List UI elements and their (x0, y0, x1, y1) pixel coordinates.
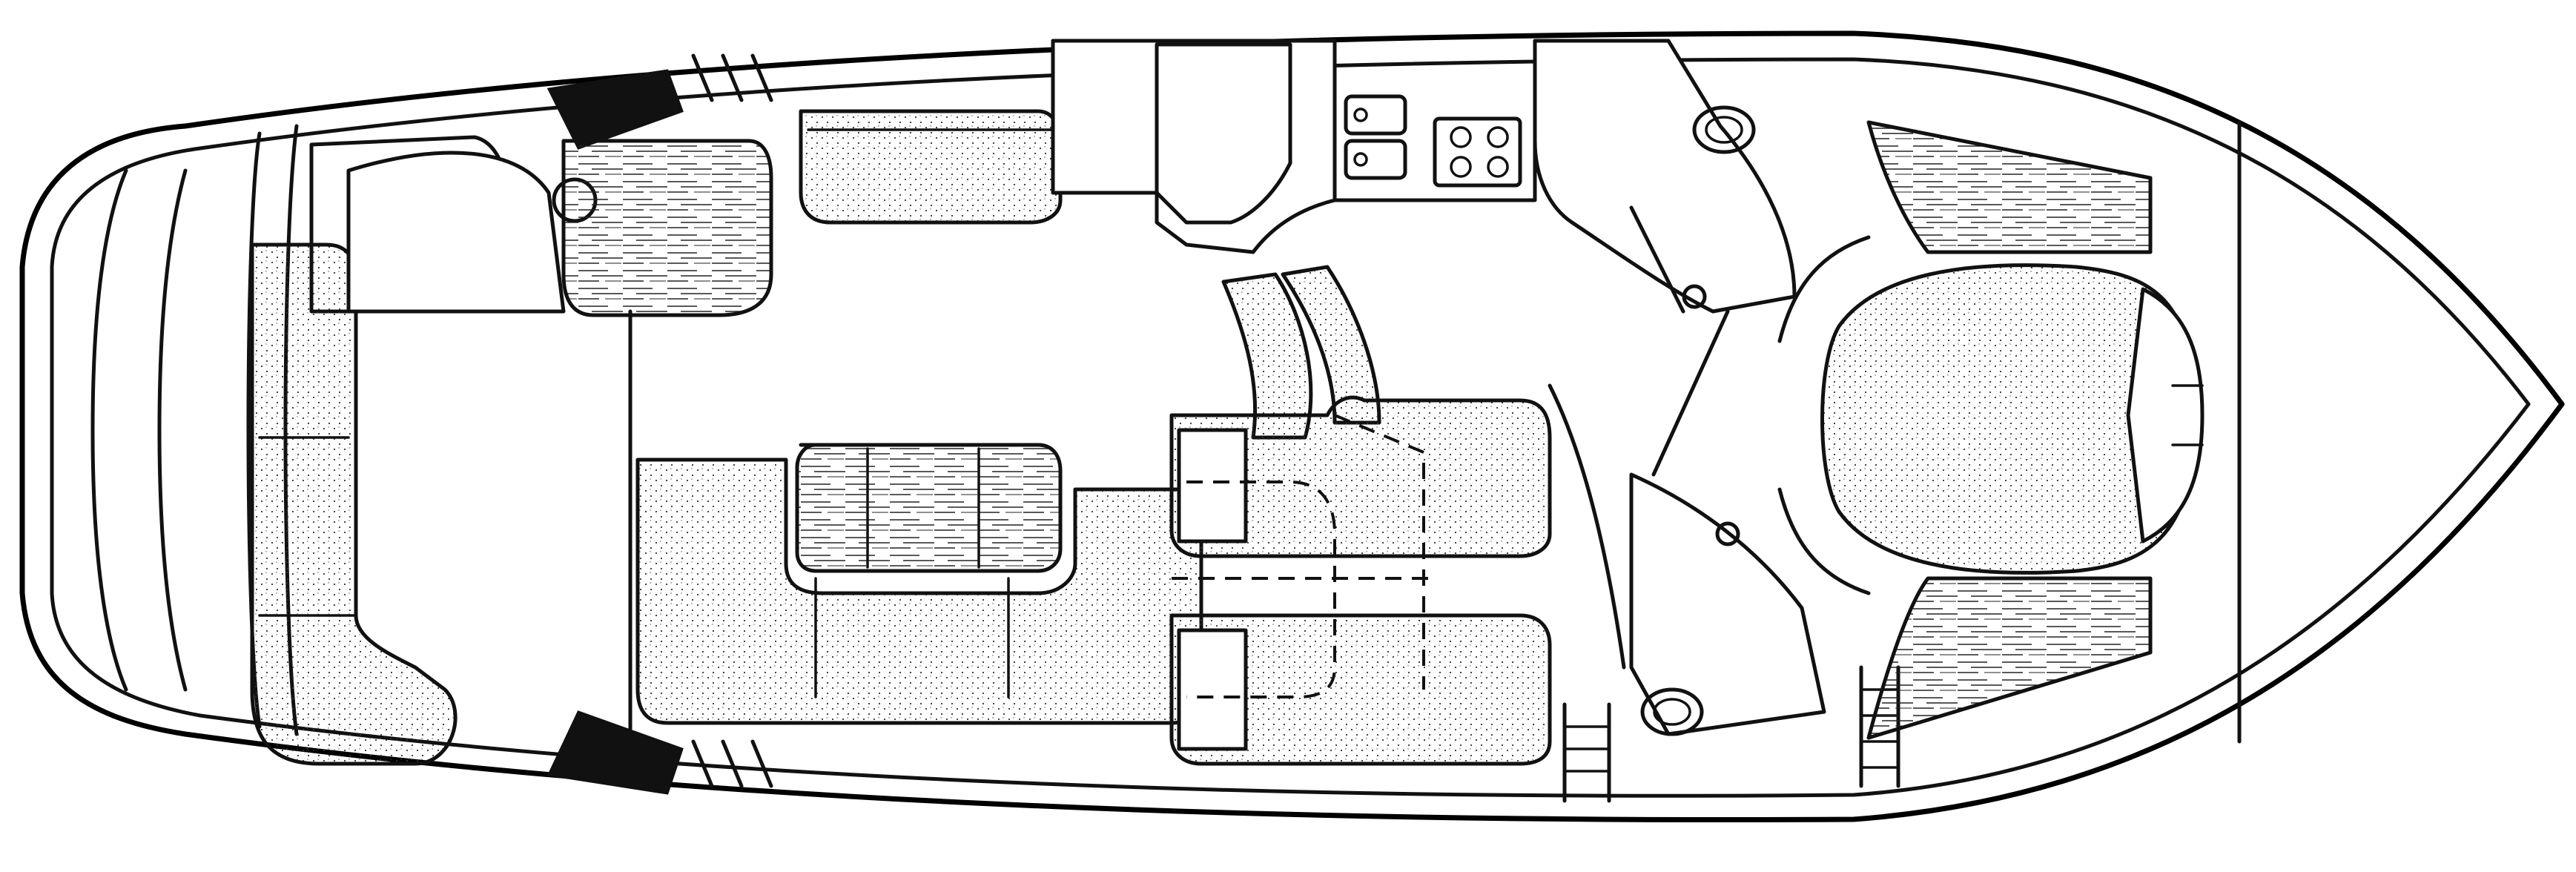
aft-head (1629, 472, 1826, 736)
cockpit-lounge (250, 242, 458, 766)
wet-bar-counter (561, 139, 773, 317)
dinette-table (795, 443, 1063, 573)
toilet-icon (1692, 105, 1756, 154)
ladder-mid (1562, 702, 1611, 803)
salon-bench-upper (799, 109, 1063, 225)
hull (19, 30, 2565, 823)
forward-stateroom (1777, 120, 2205, 740)
fridge (1155, 42, 1292, 225)
cockpit (246, 53, 773, 795)
trim-accent-top (546, 69, 684, 150)
dash-console (346, 151, 566, 314)
trim-accent-bottom (546, 710, 684, 795)
galley (1051, 39, 1537, 440)
heads (1533, 39, 1900, 788)
mid-berth-upper (1169, 395, 1552, 558)
fwd-cabinet-upper (1866, 120, 2153, 254)
toilet-icon-2 (1640, 687, 1704, 736)
mid-cabin (1169, 383, 1626, 803)
dinette-seat (635, 458, 1203, 725)
fwd-cabinet-lower (1866, 576, 2153, 740)
vent-port (691, 53, 773, 102)
mid-berth-lower (1169, 613, 1552, 766)
v-berth (1820, 263, 2197, 575)
salon (628, 109, 1203, 744)
vent-starboard (691, 739, 773, 788)
sink-icon (1344, 94, 1407, 180)
stove-icon (1433, 116, 1522, 188)
